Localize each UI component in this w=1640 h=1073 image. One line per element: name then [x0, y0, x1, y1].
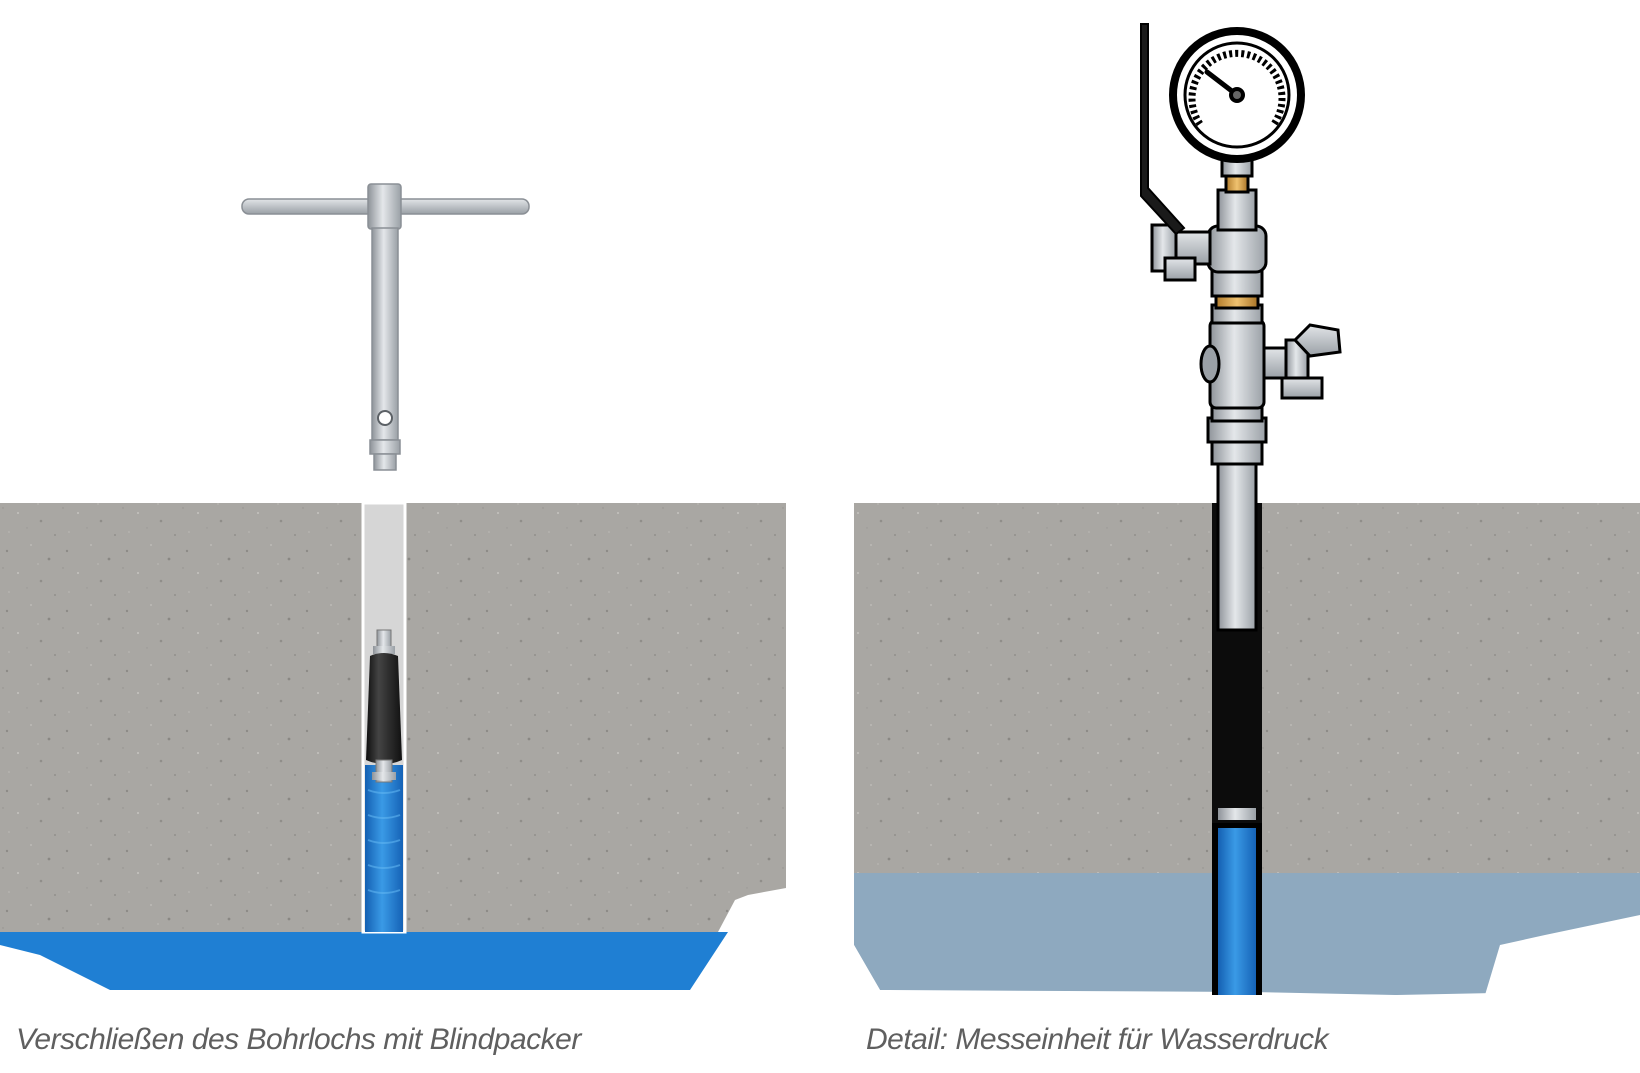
- t-handle-wrench-icon: [241, 183, 530, 471]
- caption-right: Detail: Messeinheit für Wasserdruck: [866, 1023, 1329, 1056]
- ball-valve-icon: [1262, 323, 1342, 400]
- pressure-gauge-icon: [1169, 27, 1305, 163]
- measuring-unit: [1140, 23, 1342, 995]
- water-left: [0, 932, 728, 990]
- valve-handle: [1140, 23, 1186, 236]
- blind-packer: [366, 629, 402, 783]
- caption-left: Verschließen des Bohrlochs mit Blindpack…: [16, 1023, 581, 1056]
- right-panel: [854, 23, 1640, 995]
- left-panel: [0, 183, 786, 990]
